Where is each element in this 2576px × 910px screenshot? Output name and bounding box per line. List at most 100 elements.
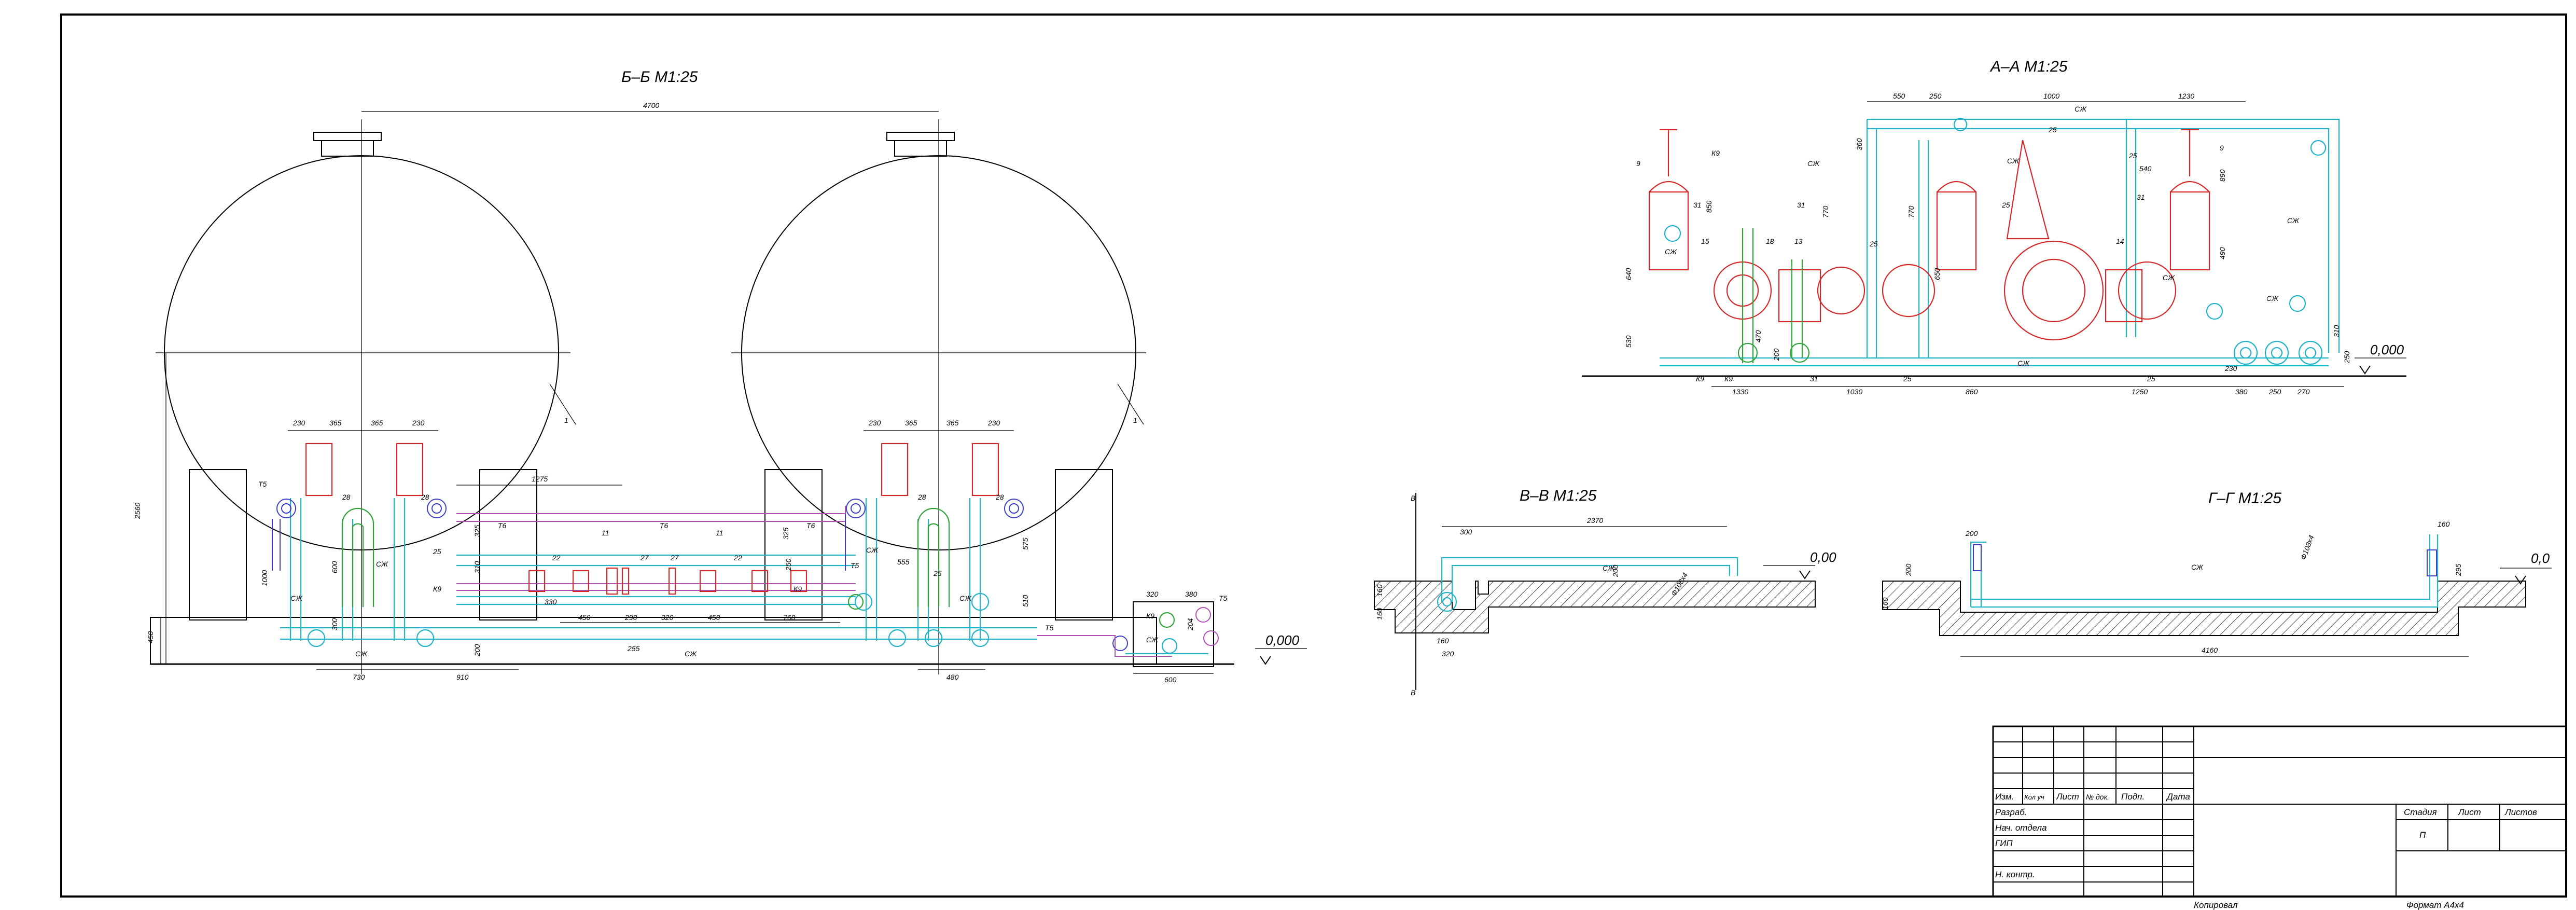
svg-text:Т5: Т5 (258, 480, 267, 488)
svg-text:600: 600 (1164, 675, 1177, 684)
svg-text:160: 160 (1375, 608, 1384, 620)
svg-text:490: 490 (2218, 247, 2226, 259)
bb-valves (528, 567, 807, 595)
bb-pipe-markers (276, 499, 1024, 647)
svg-text:320: 320 (1146, 590, 1159, 598)
svg-text:290: 290 (624, 613, 637, 622)
svg-text:25: 25 (433, 547, 441, 556)
svg-text:1250: 1250 (2132, 388, 2148, 396)
svg-text:22: 22 (552, 554, 561, 562)
svg-text:230: 230 (412, 419, 425, 427)
svg-text:270: 270 (2297, 388, 2310, 396)
svg-text:365: 365 (329, 419, 342, 427)
svg-text:25: 25 (1903, 375, 1912, 383)
svg-text:540: 540 (2139, 164, 2152, 173)
svg-text:250: 250 (1929, 92, 1942, 100)
svg-text:640: 640 (1624, 268, 1633, 280)
svg-text:14: 14 (2116, 237, 2124, 245)
svg-text:25: 25 (2048, 126, 2057, 134)
svg-text:К9: К9 (433, 585, 441, 593)
svg-text:200: 200 (1772, 348, 1780, 361)
svg-text:25: 25 (1869, 240, 1878, 248)
svg-text:СЖ: СЖ (2287, 216, 2300, 225)
svg-text:200: 200 (1904, 563, 1913, 576)
svg-text:СЖ: СЖ (2266, 294, 2279, 302)
view-vv: В–В М1:25 300 2370 200 160 160 320 160 С… (1374, 487, 1836, 697)
svg-text:300: 300 (330, 618, 339, 630)
svg-text:230: 230 (293, 419, 305, 427)
bb-elevation-zero: 0,000 (1265, 632, 1300, 648)
svg-text:450: 450 (708, 613, 720, 622)
svg-text:1030: 1030 (1846, 388, 1862, 396)
svg-text:Т5: Т5 (1219, 594, 1228, 602)
svg-text:325: 325 (782, 527, 790, 540)
svg-text:31: 31 (2137, 193, 2145, 201)
svg-text:450: 450 (578, 613, 591, 622)
svg-text:18: 18 (1766, 237, 1774, 245)
svg-text:1275: 1275 (532, 475, 548, 483)
svg-text:СЖ: СЖ (1603, 564, 1615, 572)
title-block: Изм. Кол уч Лист № док. Подп. Дата Разра… (1992, 725, 2567, 910)
svg-text:320: 320 (1442, 650, 1454, 658)
svg-text:300: 300 (1460, 528, 1472, 536)
svg-text:600: 600 (330, 561, 339, 573)
svg-text:160: 160 (1375, 584, 1384, 597)
svg-text:910: 910 (456, 673, 469, 681)
svg-text:1: 1 (1133, 416, 1137, 424)
view-gg: Г–Г М1:25 200 160 200 295 160 4160 СЖ Ф1… (1881, 490, 2552, 657)
svg-text:31: 31 (1693, 201, 1702, 209)
svg-text:365: 365 (905, 419, 917, 427)
svg-text:Разраб.: Разраб. (1995, 807, 2027, 817)
svg-text:25: 25 (2128, 151, 2137, 160)
svg-text:СЖ: СЖ (355, 650, 368, 658)
svg-text:1330: 1330 (1732, 388, 1748, 396)
svg-text:890: 890 (2218, 169, 2226, 182)
svg-text:Ф108х4: Ф108х4 (2299, 534, 2316, 561)
svg-text:СЖ: СЖ (1807, 159, 1820, 168)
view-bb: Б–Б М1:25 4700 2560 450 230 365 365 23 (133, 68, 1307, 684)
svg-text:9: 9 (2220, 144, 2224, 152)
svg-text:860: 860 (1966, 388, 1978, 396)
svg-text:28: 28 (917, 493, 926, 501)
view-aa: А–А М1:25 550 250 1000 1230 (1582, 58, 2406, 396)
svg-text:СЖ: СЖ (2007, 157, 2020, 165)
svg-text:730: 730 (353, 673, 365, 681)
svg-text:310: 310 (473, 561, 481, 573)
svg-text:СЖ: СЖ (376, 560, 388, 568)
svg-text:Т6: Т6 (806, 521, 815, 530)
aa-elevation-zero: 0,000 (2370, 342, 2404, 357)
svg-text:СЖ: СЖ (959, 594, 972, 602)
svg-text:22: 22 (733, 554, 742, 562)
svg-text:11: 11 (602, 529, 609, 537)
svg-text:В: В (1411, 688, 1415, 697)
svg-text:СЖ: СЖ (2017, 359, 2030, 367)
svg-text:480: 480 (946, 673, 959, 681)
svg-text:510: 510 (1021, 595, 1029, 607)
svg-text:360: 360 (1855, 138, 1863, 150)
svg-text:380: 380 (1185, 590, 1198, 598)
svg-text:Листов: Листов (2504, 807, 2537, 817)
svg-text:В: В (1411, 494, 1415, 502)
svg-text:27: 27 (640, 554, 649, 562)
svg-text:325: 325 (473, 525, 481, 537)
svg-text:1: 1 (564, 416, 568, 424)
svg-text:850: 850 (1705, 200, 1713, 213)
view-aa-title: А–А М1:25 (1989, 58, 2068, 75)
svg-text:555: 555 (897, 558, 910, 566)
svg-text:31: 31 (1810, 375, 1818, 383)
svg-text:760: 760 (783, 613, 796, 622)
svg-text:320: 320 (661, 613, 674, 622)
svg-text:770: 770 (1907, 205, 1915, 218)
svg-text:365: 365 (946, 419, 959, 427)
svg-text:28: 28 (995, 493, 1004, 501)
svg-text:295: 295 (2454, 563, 2462, 576)
svg-text:25: 25 (2001, 201, 2010, 209)
svg-text:Подп.: Подп. (2121, 792, 2145, 802)
svg-text:ГИП: ГИП (1995, 838, 2013, 848)
svg-text:450: 450 (146, 631, 155, 643)
svg-text:204: 204 (1186, 618, 1194, 631)
svg-text:1000: 1000 (260, 570, 269, 586)
sheet-frame (60, 13, 2567, 898)
svg-text:31: 31 (1797, 201, 1805, 209)
